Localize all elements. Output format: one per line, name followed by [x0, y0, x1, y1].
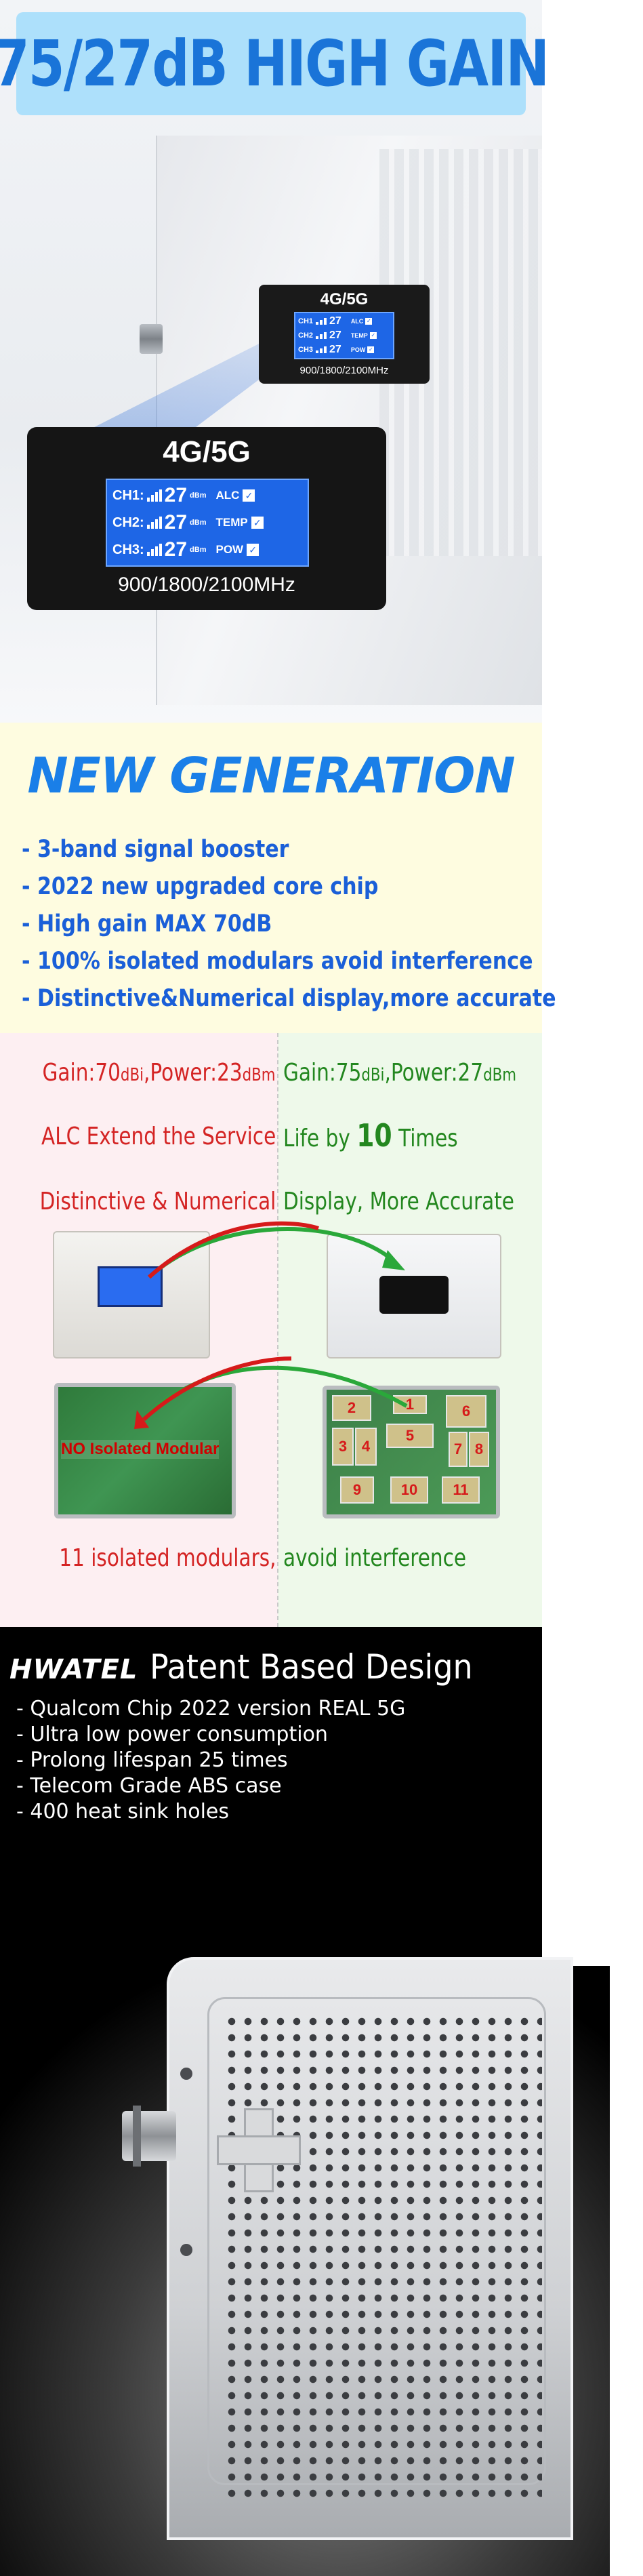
patent-title: Patent Based Design — [150, 1647, 474, 1687]
check-icon: ✓ — [247, 544, 260, 556]
feature-item: - 100% isolated modulars avoid interfere… — [22, 948, 533, 975]
module-block: 10 — [390, 1476, 428, 1504]
display-text-right: Display, More Accurate — [283, 1188, 514, 1215]
check-icon: ✓ — [367, 346, 375, 353]
big-lcd-panel: 4G/5G CH1: 27 dBm ALC ✓ CH2: 27 dBm TEMP… — [27, 427, 386, 610]
hero-section: 75/27dB HIGH GAIN 4G/5G CH1 27 ALC ✓ CH2… — [0, 0, 549, 723]
module-block: 5 — [386, 1424, 434, 1448]
patent-heading: HWATEL Patent Based Design — [9, 1647, 501, 1687]
feature-item: - 2022 new upgraded core chip — [22, 873, 379, 900]
display-text-left: Distinctive & Numerical — [39, 1188, 276, 1215]
patent-feature-list: - Qualcom Chip 2022 version REAL 5G - Ul… — [16, 1696, 405, 1825]
signal-bars-icon — [146, 517, 162, 529]
new-generation-title: NEW GENERATION — [27, 747, 515, 804]
check-icon: ✓ — [365, 318, 373, 325]
comparison-arrow-top — [147, 1221, 405, 1279]
old-gain-spec: Gain:70dBi,Power:23dBm — [42, 1059, 276, 1087]
new-booster-device — [327, 1234, 501, 1359]
no-isolated-modular-label: NO Isolated Modular — [61, 1440, 220, 1459]
screw-icon — [180, 2068, 192, 2080]
signal-bars-icon — [146, 489, 162, 502]
new-lcd-screen — [379, 1276, 449, 1314]
big-lcd-frequency: 900/1800/2100MHz — [118, 573, 295, 596]
small-lcd-logo: 4G/5G — [320, 290, 369, 308]
old-pcb-board — [54, 1383, 236, 1518]
small-lcd-row: CH1 27 ALC ✓ — [298, 315, 373, 327]
big-lcd-row: CH2: 27 dBm TEMP ✓ — [112, 511, 264, 534]
signal-bars-icon — [316, 346, 327, 353]
check-icon: ✓ — [243, 489, 255, 502]
antenna-connector — [140, 324, 163, 354]
big-lcd-screen: CH1: 27 dBm ALC ✓ CH2: 27 dBm TEMP ✓ CH3… — [106, 479, 309, 567]
module-block: 1 — [393, 1395, 427, 1414]
cross-emboss — [217, 2108, 301, 2192]
signal-bars-icon — [146, 544, 162, 556]
module-block: 9 — [340, 1476, 374, 1504]
isolated-text-left: 11 isolated modulars, — [58, 1544, 276, 1572]
hero-title-banner: 75/27dB HIGH GAIN — [0, 12, 549, 115]
comparison-arrow-bottom — [134, 1356, 408, 1429]
patent-feature-item: - Telecom Grade ABS case — [16, 1774, 282, 1798]
small-lcd-panel: 4G/5G CH1 27 ALC ✓ CH2 27 TEMP ✓ CH3 27 … — [259, 285, 430, 384]
module-block: 6 — [446, 1395, 486, 1428]
feature-item: - 3-band signal booster — [22, 836, 289, 863]
module-block: 8 — [469, 1432, 489, 1467]
hero-title: 75/27dB HIGH GAIN — [0, 26, 549, 101]
big-lcd-row: CH1: 27 dBm ALC ✓ — [112, 484, 255, 507]
small-lcd-row: CH3 27 POW ✓ — [298, 344, 375, 355]
check-icon: ✓ — [369, 332, 377, 339]
big-lcd-row: CH3: 27 dBm POW ✓ — [112, 538, 260, 561]
check-icon: ✓ — [251, 517, 264, 529]
big-lcd-logo: 4G/5G — [163, 435, 251, 468]
module-block: 4 — [355, 1428, 377, 1466]
heat-sink-holes — [224, 2013, 542, 2501]
module-block: 7 — [449, 1432, 468, 1467]
module-block: 3 — [332, 1428, 354, 1466]
new-pcb-board: 2 1 5 6 3 4 7 8 9 10 11 — [323, 1386, 500, 1518]
comparison-divider — [277, 1033, 278, 1627]
new-gain-spec: Gain:75dBi,Power:27dBm — [283, 1059, 517, 1087]
feature-item: - High gain MAX 70dB — [22, 910, 272, 938]
patent-feature-item: - Qualcom Chip 2022 version REAL 5G — [16, 1697, 406, 1720]
small-lcd-frequency: 900/1800/2100MHz — [299, 365, 389, 376]
patent-feature-item: - Prolong lifespan 25 times — [16, 1748, 288, 1772]
feature-item: - Distinctive&Numerical display,more acc… — [22, 985, 556, 1012]
isolated-text-right: avoid interference — [283, 1544, 467, 1572]
new-generation-section: NEW GENERATION - 3-band signal booster -… — [0, 723, 556, 1033]
antenna-plug — [122, 2111, 176, 2161]
screw-icon — [180, 2244, 192, 2256]
module-block: 11 — [442, 1476, 480, 1504]
alc-text-left: ALC Extend the Service — [41, 1123, 276, 1150]
brand-logo: HWATEL — [9, 1654, 138, 1685]
small-lcd-row: CH2 27 TEMP ✓ — [298, 329, 377, 341]
comparison-section: Gain:70dBi,Power:23dBm Gain:75dBi,Power:… — [0, 1033, 542, 1627]
generation-feature-list: - 3-band signal booster - 2022 new upgra… — [22, 831, 643, 1018]
module-block: 2 — [332, 1395, 371, 1421]
patent-section: HWATEL Patent Based Design - Qualcom Chi… — [0, 1627, 610, 2576]
patent-feature-item: - Ultra low power consumption — [16, 1723, 328, 1746]
alc-text-right: Life by 10 Times — [283, 1117, 458, 1154]
patent-feature-item: - 400 heat sink holes — [16, 1800, 229, 1824]
plug-ring — [133, 2106, 141, 2167]
signal-bars-icon — [316, 332, 327, 339]
signal-bars-icon — [316, 318, 327, 325]
small-lcd-screen: CH1 27 ALC ✓ CH2 27 TEMP ✓ CH3 27 POW ✓ — [294, 312, 394, 359]
